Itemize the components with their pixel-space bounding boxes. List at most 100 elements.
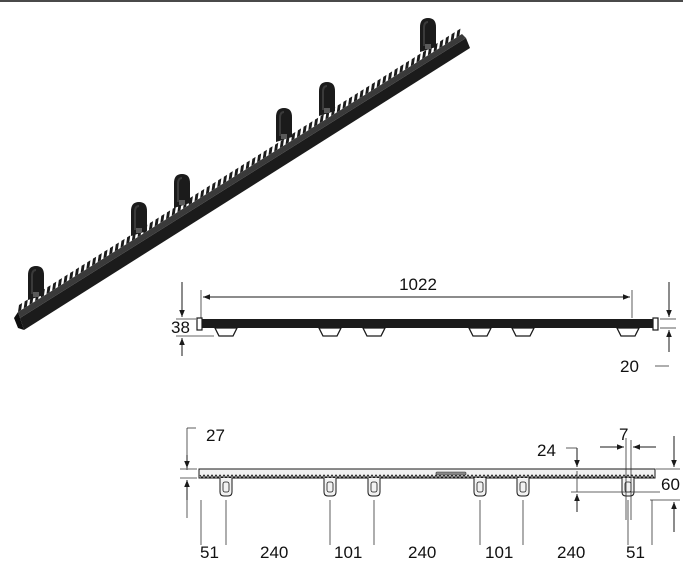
dimension-thickness: 27 [206,426,225,445]
dimension-slot-depth: 24 [537,441,556,460]
side-mount-tab [317,327,343,337]
rack-tooth [74,267,80,277]
rack-tooth [388,71,393,81]
rack-tooth [296,128,302,138]
bottom-mount-slot [326,481,334,493]
mounting-tab-slot [324,108,330,113]
bottom-view-teeth-profile [199,474,655,479]
rack-tooth [251,156,256,166]
rack-tooth [205,185,210,195]
rack-teeth [18,28,461,312]
rack-tooth [148,221,154,231]
side-mount-tab [213,327,239,337]
rack-tooth [410,57,415,67]
side-mount-tab [615,327,641,337]
bottom-mount-tab [621,478,635,497]
rack-tooth [103,249,108,259]
rack-tooth [120,238,125,248]
rack-tooth [336,103,341,113]
rack-tooth [393,67,398,77]
bottom-mount-slot [519,481,527,493]
spacing-label: 240 [260,543,288,562]
rack-tooth [194,192,199,202]
rack-tooth [57,278,62,288]
side-mount-tab [510,327,536,337]
side-view-drawing: 1022 38 20 [171,275,676,376]
bottom-mount-slot [222,481,230,493]
rack-tooth [456,28,461,38]
bottom-mount-tab [219,478,233,497]
gear-rack-3d-render [14,18,470,330]
bottom-view-mounts [219,478,635,497]
mounting-tab-slot [33,292,39,297]
rack-tooth [109,246,114,255]
rack-tooth [302,124,307,134]
rack-tooth [444,35,450,45]
spacing-label: 101 [334,543,362,562]
rack-tooth [154,217,159,227]
rack-tooth [257,153,262,163]
bottom-view-rack-outline [198,468,656,479]
rack-tooth [228,171,233,181]
mounting-tabs [28,18,436,300]
rack-tooth [69,270,74,280]
rack-tooth [46,285,51,295]
bottom-mount-slot [370,481,378,493]
rack-tooth [52,281,57,291]
rack-tooth [222,174,228,184]
mounting-tab-slot [281,134,287,139]
mounting-tab-highlight [322,85,328,110]
mounting-tab-highlight [279,111,285,136]
bottom-view-drawing: 27 24 7 60 51 240 101 240 101 240 51 [180,425,680,562]
spacing-extension-lines [200,500,653,545]
rack-tooth [439,39,444,49]
rack-end-cap [14,312,24,330]
rack-tooth [211,181,216,191]
spacing-label: 240 [557,543,585,562]
mounting-tab-slot [179,200,185,205]
rack-tooth [245,160,250,170]
bottom-mount-tab [323,478,337,497]
rack-tooth [63,274,68,284]
rack-top-face [18,34,466,318]
mounting-tab-highlight [31,269,37,294]
spacing-label: 240 [408,543,436,562]
dimension-slot-width: 7 [619,425,628,444]
mounting-tab-slot [425,44,431,49]
rack-tooth [240,164,245,173]
rack-tooth [23,299,28,309]
rack-tooth [92,256,97,266]
rack-tooth [450,32,455,42]
bottom-mount-tab [473,478,487,497]
dimension-overall-length: 1022 [399,275,437,294]
side-view-left-end [196,317,203,331]
rack-tooth [279,139,284,149]
rack-tooth [171,206,176,216]
bottom-view-center-mark [435,471,467,476]
rack-tooth [422,49,427,59]
rack-tooth [359,89,364,99]
rack-tooth [166,210,171,220]
rack-body [20,38,470,330]
side-view-mounts [213,327,641,337]
rack-tooth [262,149,267,159]
rack-tooth [274,142,279,152]
rack-tooth [342,99,347,109]
rack-tooth [319,114,324,124]
rack-tooth [97,253,102,263]
rack-tooth [200,188,205,198]
dimension-tooth-height: 20 [620,357,639,376]
side-mount-tab [467,327,493,337]
mounting-tab-highlight [423,21,429,46]
rack-tooth [160,213,165,223]
rack-tooth [268,146,273,156]
rack-tooth [370,82,376,92]
mounting-tab-slot [136,228,142,233]
side-view-rack-bar [200,319,658,328]
dimension-height: 38 [171,318,190,337]
spacing-label: 51 [626,543,645,562]
rack-tooth [126,235,131,245]
side-mount-tab [361,327,387,337]
rack-tooth [291,131,296,141]
